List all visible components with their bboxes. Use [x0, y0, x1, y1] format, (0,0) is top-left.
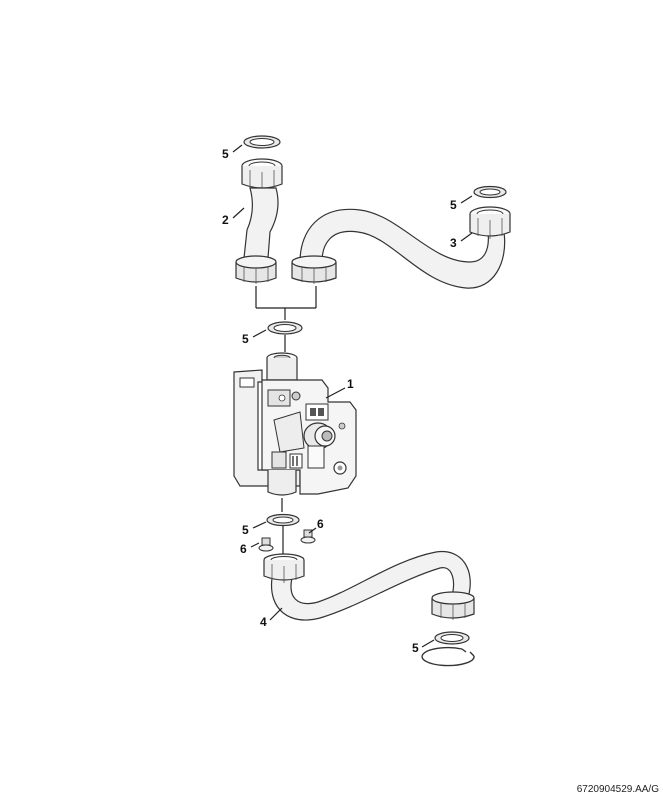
pipe-part-2	[243, 187, 279, 259]
callout-5-valve-bottom: 5	[242, 523, 249, 537]
nut-part-3-bottom	[291, 255, 337, 284]
retaining-clip	[421, 646, 475, 667]
nut-part-4-left	[263, 553, 305, 583]
callout-5-top-right: 5	[450, 198, 457, 212]
washer-valve-top	[267, 321, 303, 335]
nut-part-2-top	[241, 158, 283, 191]
callout-5-valve-top: 5	[242, 332, 249, 346]
callout-1: 1	[347, 377, 354, 391]
washer-top-left	[243, 135, 281, 149]
nut-part-3-top	[469, 206, 511, 239]
callout-4: 4	[260, 615, 267, 629]
nut-part-2-bottom	[235, 255, 277, 284]
callout-5-top-left: 5	[222, 147, 229, 161]
nut-part-4-right	[431, 591, 475, 620]
part-3-long-pipe	[291, 185, 511, 289]
washer-valve-bottom	[266, 513, 300, 527]
callout-2: 2	[222, 213, 229, 227]
callout-5-bottom-right: 5	[412, 641, 419, 655]
valve-regulator	[303, 422, 336, 450]
callout-6-left: 6	[240, 542, 247, 556]
washer-top-right	[473, 185, 507, 199]
washer-bottom-right	[434, 631, 470, 645]
assembly-lines-top	[255, 286, 317, 320]
callout-6-right: 6	[317, 517, 324, 531]
part-4-lower-pipe	[263, 550, 475, 621]
part-2-short-pipe	[235, 135, 283, 284]
callout-3: 3	[450, 236, 457, 250]
callout-labels: 5 2 5 3 5 1 5 6 6 4 5	[222, 147, 457, 655]
drawing-reference: 6720904529.AA/G	[577, 784, 660, 795]
part-6-nipple-left	[258, 537, 274, 552]
part-1-gas-valve	[233, 352, 357, 496]
part-6-nipple-right	[300, 529, 316, 544]
leader-lines	[232, 144, 473, 648]
